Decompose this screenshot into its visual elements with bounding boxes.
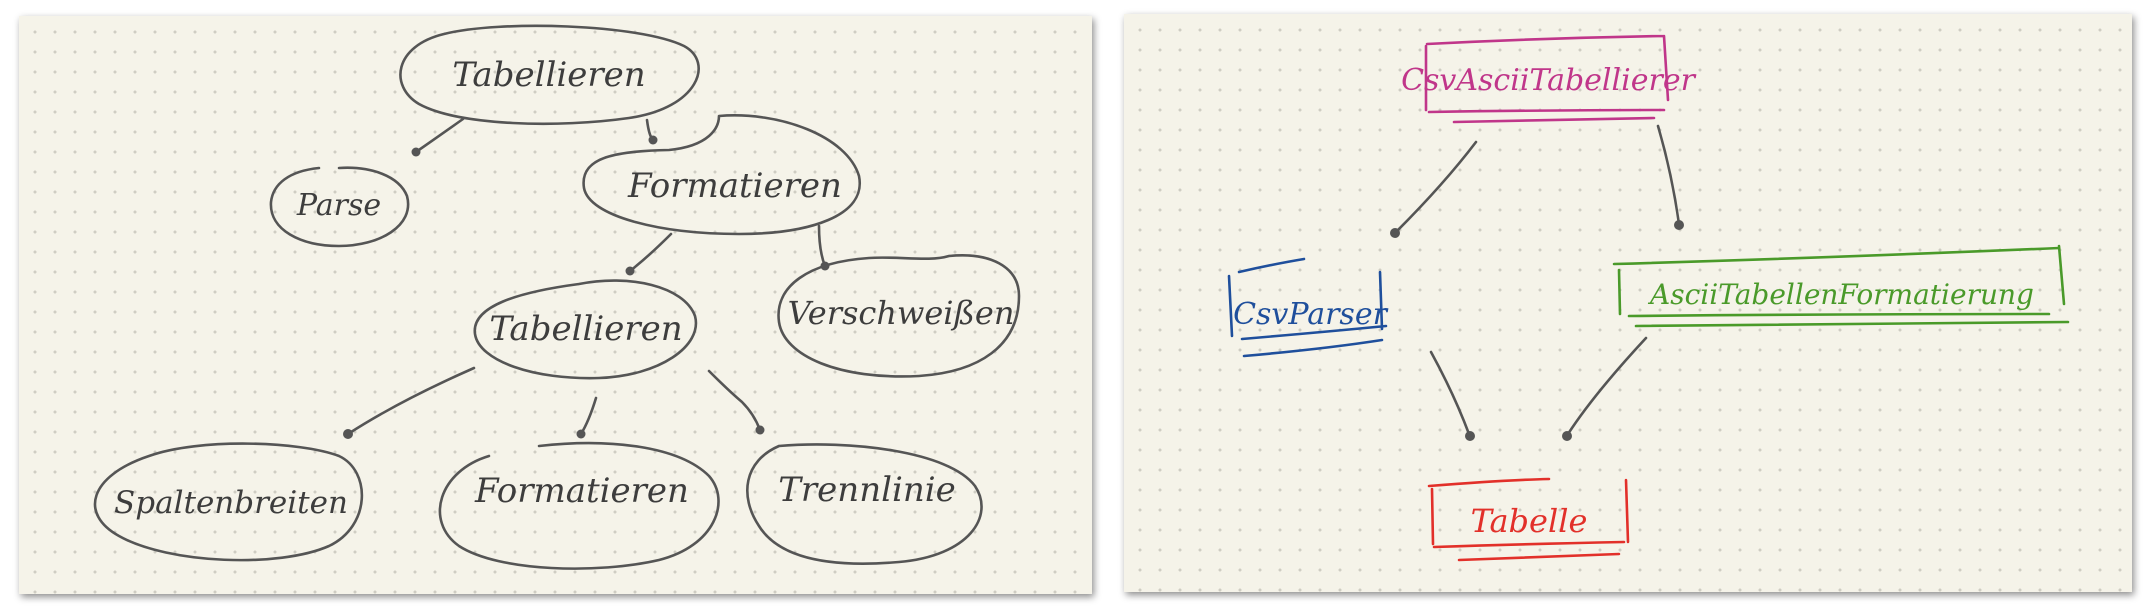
- node-csv-parser: CsvParser: [1227, 257, 1389, 358]
- edge-tabellieren-trennlinie: [707, 369, 762, 432]
- node-verschweissen-label: Verschweißen: [788, 294, 1015, 332]
- right-diagram-card: CsvAsciiTabellierer CsvParser AsciiTabel…: [1124, 14, 2132, 592]
- left-diagram-svg: Tabellieren Parse Formatieren Verschweiß…: [93, 24, 1021, 570]
- edge-tabellieren-spaltenbreiten-head: [343, 429, 353, 439]
- node-trennlinie-label: Trennlinie: [778, 470, 956, 510]
- node-tabelle-label: Tabelle: [1471, 502, 1588, 540]
- node-csv-ascii-tabellierer-frame: [1424, 34, 1670, 124]
- node-parse-label: Parse: [296, 188, 381, 223]
- edge-root-parse: [414, 117, 465, 154]
- edge-formatierung-tabelle: [1566, 336, 1648, 436]
- node-spaltenbreiten-ellipse: [93, 442, 364, 562]
- edge-formatieren-tabellieren-head: [625, 266, 635, 276]
- node-ascii-tabellen-formatierung-label: AsciiTabellenFormatierung: [1647, 278, 2034, 311]
- edge-tabellierer-parser: [1394, 140, 1478, 234]
- node-spaltenbreiten-label: Spaltenbreiten: [114, 485, 348, 521]
- edge-parser-tabelle-head: [1465, 431, 1475, 441]
- node-tabellieren-label: Tabellieren: [489, 309, 682, 349]
- edge-tabellieren-formatieren2-head: [576, 429, 586, 439]
- node-formatieren-ellipse: [582, 114, 862, 236]
- edge-root-parse-head: [411, 147, 421, 157]
- node-formatieren-label: Formatieren: [627, 166, 842, 206]
- node-csv-parser-label: CsvParser: [1233, 297, 1389, 332]
- node-formatieren2-ellipse: [438, 441, 720, 570]
- edge-tabellierer-parser-head: [1390, 228, 1400, 238]
- edge-tabellieren-trennlinie-head: [755, 425, 765, 435]
- edge-formatieren-verschweissen: [817, 224, 827, 268]
- node-formatieren2-label: Formatieren: [474, 471, 689, 511]
- node-csv-parser-frame: [1227, 257, 1388, 358]
- node-csv-ascii-tabellierer-label: CsvAsciiTabellierer: [1401, 63, 1697, 98]
- node-tabelle: Tabelle: [1427, 477, 1630, 562]
- right-diagram-svg: CsvAsciiTabellierer CsvParser AsciiTabel…: [1227, 34, 2070, 562]
- edge-tabellierer-formatierung-head: [1674, 220, 1684, 230]
- node-csv-ascii-tabellierer: CsvAsciiTabellierer: [1401, 34, 1697, 124]
- edge-parser-tabelle: [1429, 350, 1471, 436]
- node-tabelle-frame: [1427, 477, 1630, 562]
- edge-formatieren-tabellieren: [628, 232, 673, 273]
- node-ascii-tabellen-formatierung: AsciiTabellenFormatierung: [1612, 244, 2070, 328]
- node-root-ellipse: [399, 24, 700, 126]
- edge-tabellieren-formatieren2: [579, 396, 598, 436]
- node-tabellieren-ellipse: [473, 279, 698, 380]
- node-trennlinie-ellipse: [746, 443, 983, 565]
- node-ascii-tabellen-formatierung-frame: [1612, 244, 2070, 328]
- node-root-label: Tabellieren: [452, 55, 645, 95]
- edge-tabellieren-spaltenbreiten: [346, 366, 476, 436]
- left-diagram-card: Tabellieren Parse Formatieren Verschweiß…: [19, 16, 1092, 594]
- edge-root-formatieren-head: [648, 135, 658, 145]
- node-verschweissen-ellipse: [777, 254, 1021, 378]
- edge-formatierung-tabelle-head: [1562, 431, 1572, 441]
- node-parse-ellipse: [269, 166, 410, 248]
- edge-tabellierer-formatierung: [1656, 124, 1681, 226]
